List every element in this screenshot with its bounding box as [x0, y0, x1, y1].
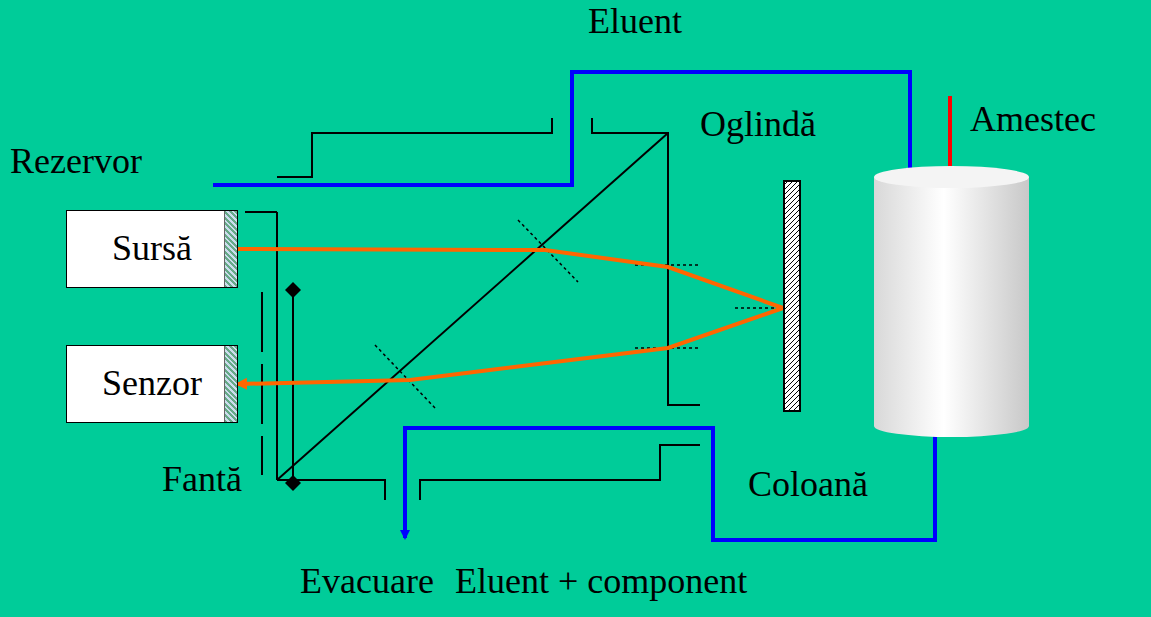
box-end-cap — [224, 211, 237, 287]
mirror-label: Oglindă — [700, 105, 840, 145]
flow-label: Eluent + component — [455, 562, 747, 602]
slit — [262, 282, 301, 491]
part-label: Rezervor — [10, 142, 142, 182]
sensor-box: Senzor — [66, 345, 238, 423]
column: Coloană — [873, 163, 1030, 438]
flow-label: Evacuare — [300, 562, 434, 602]
mirror: Oglindă — [700, 105, 840, 415]
column-cylinder — [873, 163, 1030, 438]
flow-label: Eluent — [588, 2, 682, 42]
mirror-symbol — [783, 180, 801, 412]
light-beam — [238, 249, 783, 308]
box-end-cap — [224, 346, 237, 422]
source-box: Sursă — [66, 210, 238, 288]
eluent-outlet — [405, 428, 935, 540]
part-label: Fantă — [162, 460, 242, 500]
cell-outline — [245, 118, 700, 500]
flow-label: Amestec — [970, 100, 1096, 140]
box-label: Senzor — [102, 364, 202, 404]
box-label: Sursă — [112, 229, 192, 269]
eluent-inlet — [213, 72, 910, 185]
column-label: Coloană — [748, 465, 868, 505]
light-beam — [238, 308, 783, 384]
sample-inlet — [948, 96, 952, 176]
